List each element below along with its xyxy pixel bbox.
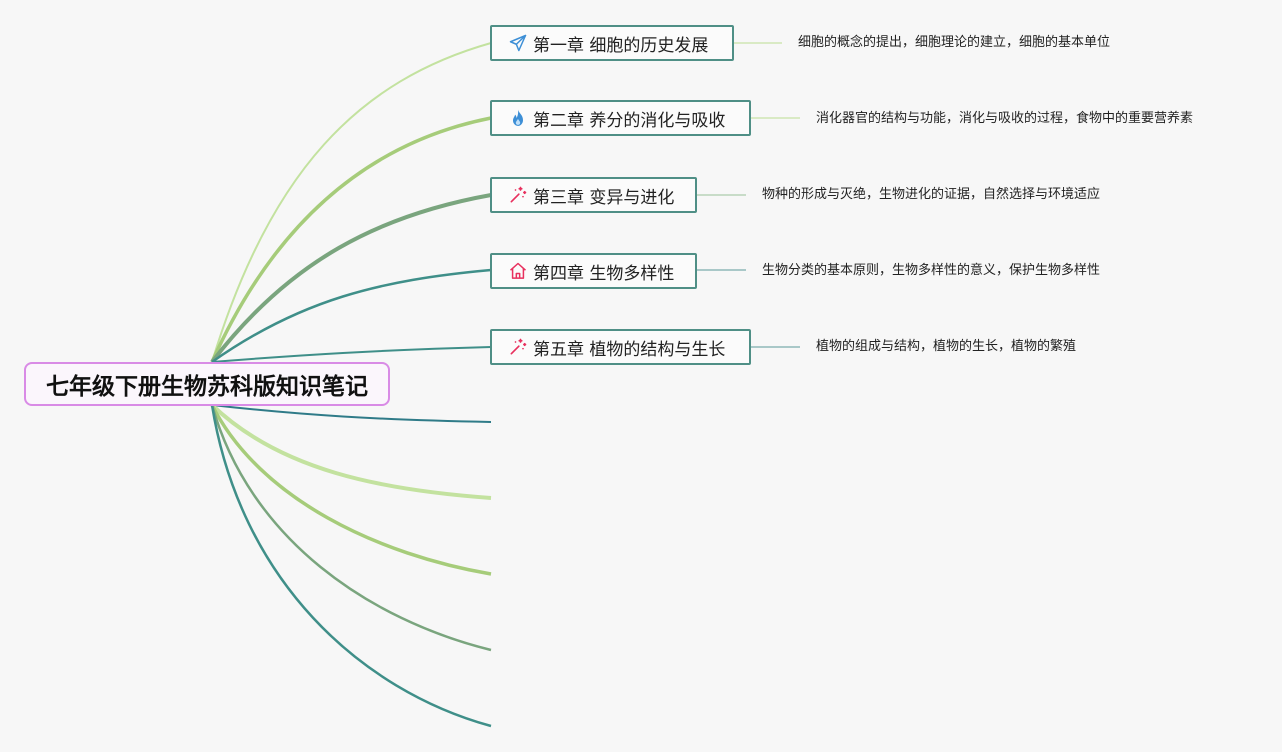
chapter-node-4[interactable]: 第四章 生物多样性: [490, 253, 697, 289]
branch-line-1: [211, 42, 492, 363]
chapter-description-3: 物种的形成与灭绝，生物进化的证据，自然选择与环境适应: [762, 187, 1101, 202]
chapter-description-5: 植物的组成与结构，植物的生长，植物的繁殖: [816, 339, 1077, 354]
chapter-description-1: 细胞的概念的提出，细胞理论的建立，细胞的基本单位: [798, 35, 1111, 50]
paper-plane-icon: [508, 33, 528, 53]
chapter-title-5: 第五章 植物的结构与生长: [533, 339, 726, 360]
chapter-node-2[interactable]: 第二章 养分的消化与吸收: [490, 100, 751, 136]
home-icon: [508, 261, 528, 281]
flame-icon: [508, 108, 528, 128]
branch-line-2: [210, 116, 492, 363]
chapter-title-2: 第二章 养分的消化与吸收: [533, 110, 726, 131]
branch-line-10: [210, 404, 492, 728]
chapter-title-1: 第一章 细胞的历史发展: [533, 35, 709, 56]
branch-line-4: [211, 268, 492, 364]
branch-line-7: [210, 403, 492, 500]
chapter-node-1[interactable]: 第一章 细胞的历史发展: [490, 25, 734, 61]
chapter-node-3[interactable]: 第三章 变异与进化: [490, 177, 697, 213]
branch-line-6: [211, 404, 492, 423]
root-topic[interactable]: 七年级下册生物苏科版知识笔记: [24, 362, 390, 406]
branch-line-8: [210, 404, 492, 576]
chapter-title-4: 第四章 生物多样性: [533, 263, 675, 284]
branch-line-9: [210, 404, 492, 652]
magic-wand-icon: [508, 337, 528, 357]
chapter-title-3: 第三章 变异与进化: [533, 187, 675, 208]
root-topic-label: 七年级下册生物苏科版知识笔记: [46, 374, 368, 400]
magic-wand-icon: [508, 185, 528, 205]
chapter-description-2: 消化器官的结构与功能，消化与吸收的过程，食物中的重要营养素: [816, 111, 1194, 126]
chapter-node-5[interactable]: 第五章 植物的结构与生长: [490, 329, 751, 365]
chapter-description-4: 生物分类的基本原则，生物多样性的意义，保护生物多样性: [762, 263, 1101, 278]
branch-line-3: [210, 193, 492, 364]
branch-line-5: [211, 346, 492, 363]
